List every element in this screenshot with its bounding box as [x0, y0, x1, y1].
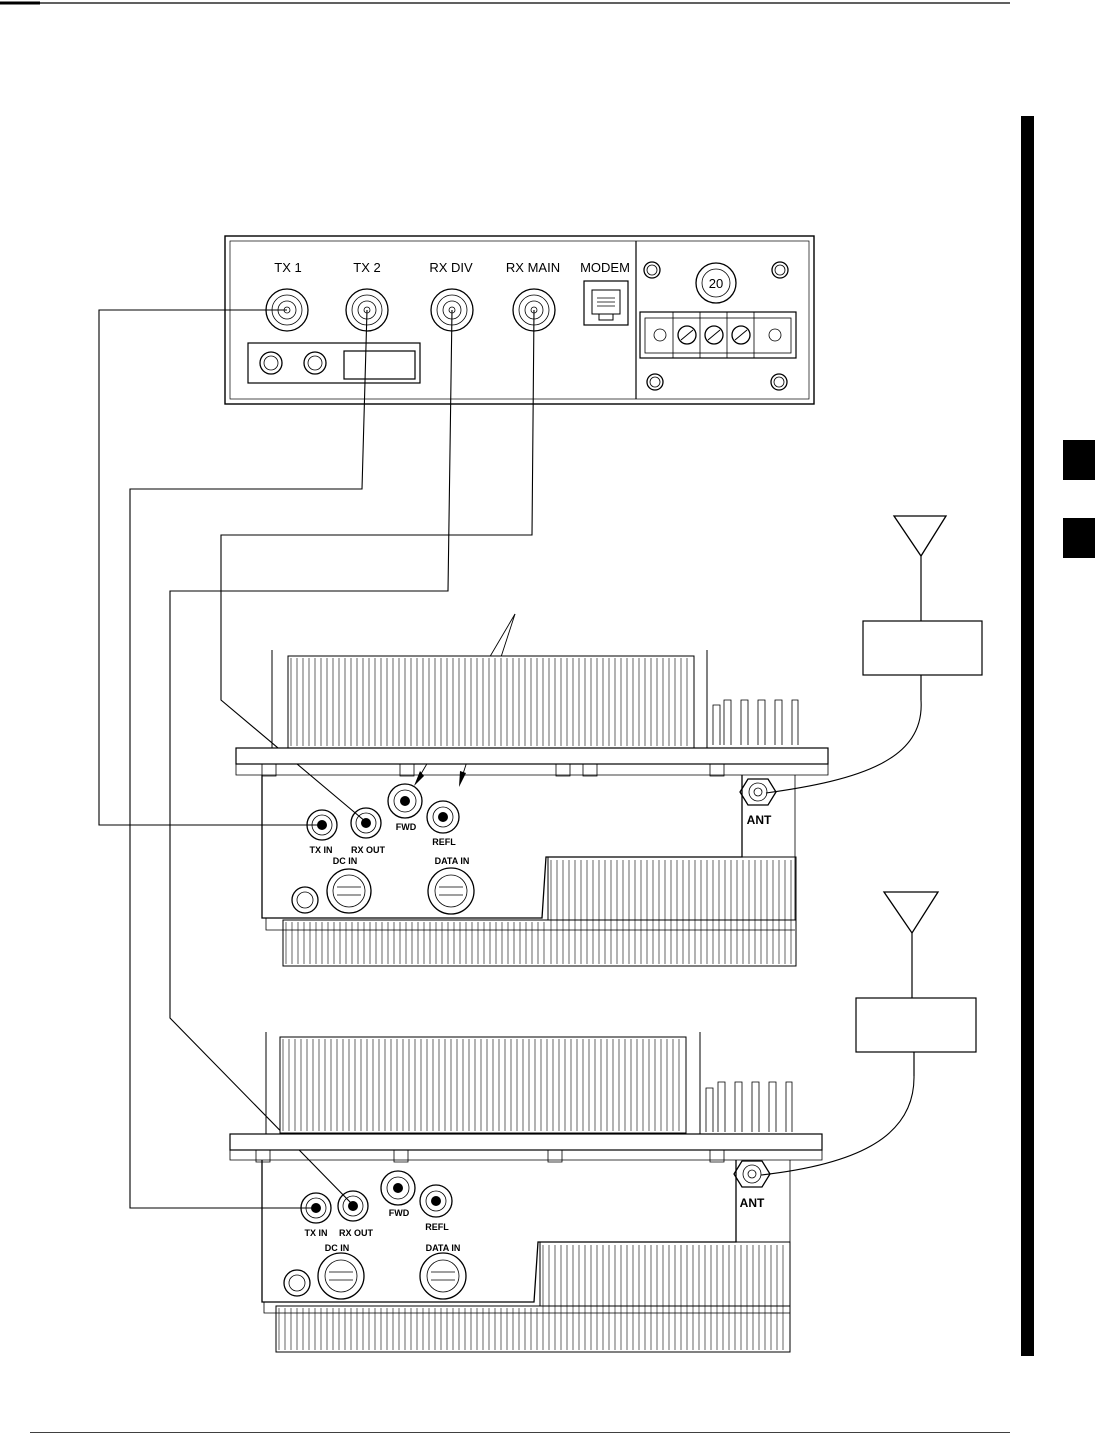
dc-in-connector-2: [318, 1253, 364, 1299]
port-label-rx-div: RX DIV: [429, 260, 473, 275]
section-tab-1: [1063, 440, 1095, 480]
remote-unit-2: TX IN RX OUT FWD REFL DC IN DATA IN ANT: [230, 1032, 822, 1352]
port-label-tx2: TX 2: [353, 260, 380, 275]
callout-arrowhead-refl: [459, 771, 466, 787]
svg-text:20: 20: [709, 276, 723, 291]
data-in-connector-2: [420, 1253, 466, 1299]
bottom-heatsink-2: [276, 1242, 790, 1352]
label-fwd-1: FWD: [396, 822, 417, 832]
margin-bar: [1021, 116, 1034, 1356]
rx-out-connector-2: [338, 1191, 368, 1221]
label-tx-in-2: TX IN: [304, 1228, 327, 1238]
front-panel: TX 1 TX 2 RX DIV RX MAIN MODEM: [225, 236, 814, 404]
port-label-tx1: TX 1: [274, 260, 301, 275]
rx-out-connector-1: [351, 808, 381, 838]
dc-in-connector-1: [327, 869, 371, 913]
fwd-connector-1: [388, 784, 422, 818]
label-dc-in-1: DC IN: [333, 856, 358, 866]
label-fwd-2: FWD: [389, 1208, 410, 1218]
small-fins-1: [713, 700, 806, 748]
callout-arrowhead-fwd: [414, 771, 424, 786]
flange-1: [236, 748, 828, 764]
fuse-holder: 20: [696, 263, 736, 303]
refl-connector-1: [427, 801, 459, 833]
rf-block-2: [856, 998, 976, 1052]
data-in-connector-1: [428, 868, 474, 914]
label-refl-1: REFL: [432, 837, 456, 847]
ant-connector-2: [734, 1161, 770, 1187]
bottom-heatsink-1: [283, 857, 796, 966]
label-tx-in-1: TX IN: [309, 845, 332, 855]
modem-jack: [584, 281, 628, 325]
port-label-modem: MODEM: [580, 260, 630, 275]
port-label-rx-main: RX MAIN: [506, 260, 560, 275]
top-heatsink-2: [266, 1032, 700, 1135]
body-outline-2: [262, 1160, 736, 1302]
section-tab-2: [1063, 518, 1095, 558]
rf-block-1: [863, 621, 982, 675]
ground-lug-1: [292, 887, 318, 913]
label-dc-in-2: DC IN: [325, 1243, 350, 1253]
ground-lug-2: [284, 1270, 310, 1296]
label-rx-out-1: RX OUT: [351, 845, 386, 855]
label-rx-out-2: RX OUT: [339, 1228, 374, 1238]
top-heatsink-1: [272, 650, 707, 752]
label-refl-2: REFL: [425, 1222, 449, 1232]
flange-2: [230, 1134, 822, 1150]
fwd-connector-2: [381, 1171, 415, 1205]
refl-connector-2: [420, 1185, 452, 1217]
label-ant-2: ANT: [740, 1196, 765, 1210]
remote-unit-1: TX IN RX OUT FWD REFL DC IN DATA IN ANT: [236, 650, 828, 966]
label-ant-1: ANT: [747, 813, 772, 827]
small-fins-2: [706, 1082, 800, 1134]
antenna-2: [761, 892, 976, 1175]
label-data-in-1: DATA IN: [435, 856, 470, 866]
label-data-in-2: DATA IN: [426, 1243, 461, 1253]
